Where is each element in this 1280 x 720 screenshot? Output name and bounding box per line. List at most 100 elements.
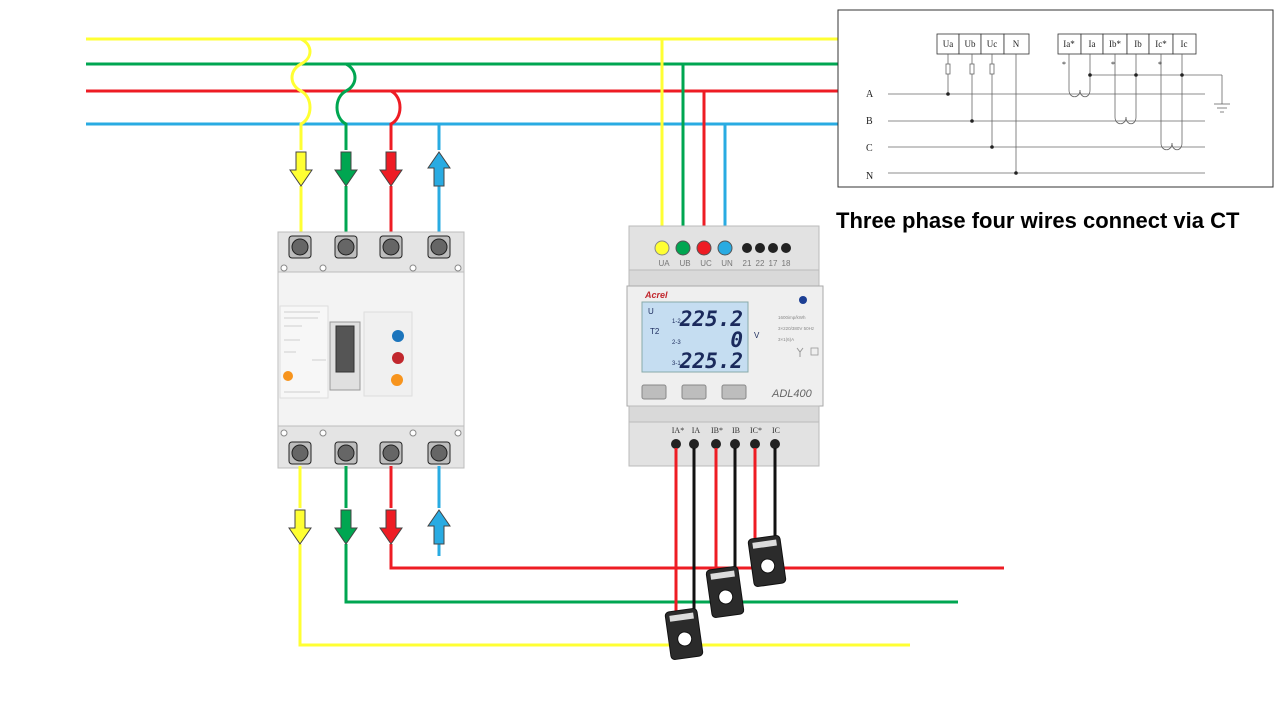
meter-model: ADL400 xyxy=(771,388,813,400)
sch-label-ua: Ua xyxy=(943,39,954,49)
ct-a-label xyxy=(669,612,694,622)
breaker-test-button-blue[interactable] xyxy=(392,330,404,342)
label-ib: IB xyxy=(732,426,740,435)
load-phase-b xyxy=(344,544,958,604)
meter-bottom-labels: IA* IA IB* IB IC* IC xyxy=(672,426,780,435)
sch-line-n: N xyxy=(866,171,873,182)
terminal-ib xyxy=(730,439,740,449)
label-ib-star: IB* xyxy=(711,426,723,435)
sch-line-c: C xyxy=(866,143,873,154)
breaker-orange-indicator xyxy=(283,371,293,381)
output-arrows xyxy=(288,509,451,545)
sch-label-ub: Ub xyxy=(965,39,976,49)
schematic-terminal-labels: Ua Ub Uc N Ia* Ia Ib* Ib Ic* Ic xyxy=(943,39,1188,49)
terminal-ia xyxy=(689,439,699,449)
meter-wiring-symbol-icon xyxy=(796,347,804,357)
lcd-row-2-label: 2-3 xyxy=(672,340,681,346)
label-21: 21 xyxy=(743,259,752,268)
diagram-caption: Three phase four wires connect via CT xyxy=(836,208,1240,233)
terminal-ic-star xyxy=(750,439,760,449)
meter-class-symbol-icon xyxy=(810,347,819,356)
input-arrows xyxy=(289,151,451,187)
schematic-frame xyxy=(837,9,1274,188)
label-ic: IC xyxy=(772,426,780,435)
ct-phase-a xyxy=(664,608,704,660)
breaker-output-wires xyxy=(298,466,1004,647)
label-ic-star: IC* xyxy=(750,426,762,435)
schematic-lines xyxy=(888,54,1230,174)
ct-c-label xyxy=(752,539,777,549)
label-ub: UB xyxy=(679,259,690,268)
meter-top-labels: UA UB UC UN 21 22 17 18 xyxy=(658,259,791,268)
terminal-ic xyxy=(770,439,780,449)
arrow-up-out-n xyxy=(427,509,451,545)
ct-b-label xyxy=(710,570,735,580)
ct-phase-b xyxy=(705,566,745,618)
ct-c-aperture xyxy=(760,558,776,574)
meter-spec-line-1: 1600imp/kWh xyxy=(778,315,806,320)
breaker-toggle-handle[interactable] xyxy=(335,325,355,373)
terminal-un xyxy=(717,240,733,256)
lcd-row-3-label: 3-1 xyxy=(672,361,681,367)
lcd-row-1-label: 1-2 xyxy=(672,319,681,325)
breaker-feed-wires xyxy=(290,37,441,234)
breaker-label-lines xyxy=(284,311,326,393)
arrow-down-phase-a xyxy=(289,151,313,187)
lcd-unit: V xyxy=(754,331,760,340)
load-phase-c xyxy=(389,544,1004,570)
sch-label-ic: Ic xyxy=(1181,39,1188,49)
meter-brand: Acrel xyxy=(644,290,668,300)
sch-line-b: B xyxy=(866,116,873,127)
bus-wires xyxy=(86,37,840,126)
label-17: 17 xyxy=(769,259,778,268)
lcd-row-1-value: 225.2 xyxy=(679,307,743,331)
lcd-row-3-value: 225.2 xyxy=(679,349,743,373)
arrow-down-out-b xyxy=(334,509,358,545)
meter-voltage-taps xyxy=(660,39,727,244)
meter-bottom-terminals xyxy=(671,439,780,449)
label-ia: IA xyxy=(692,426,701,435)
arrow-down-out-c xyxy=(379,509,403,545)
sch-label-n: N xyxy=(1013,39,1020,49)
arrow-down-phase-c xyxy=(379,151,403,187)
ct-a-aperture xyxy=(677,631,693,647)
sch-label-ic-star: Ic* xyxy=(1155,39,1167,49)
polarity-mark-c: * xyxy=(1158,60,1162,69)
meter-spec-line-3: 3×1(6)A xyxy=(778,337,794,342)
schematic-polarity-marks: * * * xyxy=(1062,60,1162,69)
terminal-21 xyxy=(742,243,752,253)
energy-meter: UA UB UC UN 21 22 17 18 Acrel U T2 1-2 2… xyxy=(626,225,824,467)
schematic-inset: Ua Ub Uc N Ia* Ia Ib* Ib Ic* Ic A B C N xyxy=(837,9,1274,188)
meter-button-2[interactable] xyxy=(681,384,707,400)
schematic-line-labels: A B C N xyxy=(866,89,874,182)
terminal-ib-star xyxy=(711,439,721,449)
lcd-indicator-u: U xyxy=(648,307,654,316)
lcd-row-2-value: 0 xyxy=(730,328,743,352)
feed-phase-c xyxy=(389,89,402,150)
breaker-side-panel xyxy=(363,311,413,397)
terminal-ub xyxy=(675,240,691,256)
meter-top-terminals xyxy=(654,240,791,256)
meter-bottom-terminal-block xyxy=(628,421,820,467)
breaker-top-screws xyxy=(288,235,451,259)
sch-label-ia-star: Ia* xyxy=(1063,39,1075,49)
terminal-22 xyxy=(755,243,765,253)
breaker-bottom-screws xyxy=(288,441,451,465)
sch-line-a: A xyxy=(866,89,874,100)
circuit-breaker xyxy=(277,231,465,469)
label-uc: UC xyxy=(700,259,712,268)
label-18: 18 xyxy=(782,259,791,268)
meter-button-1[interactable] xyxy=(641,384,667,400)
terminal-17 xyxy=(768,243,778,253)
sch-label-ia: Ia xyxy=(1089,39,1096,49)
meter-button-3[interactable] xyxy=(721,384,747,400)
breaker-reset-button-red[interactable] xyxy=(392,352,404,364)
load-phase-a xyxy=(298,544,910,647)
meter-upper-shoulder xyxy=(628,269,820,287)
meter-lower-shoulder xyxy=(628,405,820,423)
terminal-18 xyxy=(781,243,791,253)
breaker-indicator-orange xyxy=(391,374,403,386)
meter-spec-line-2: 3×220/380V 50Hz xyxy=(778,326,815,331)
schematic-terminal-boxes xyxy=(936,33,1197,55)
